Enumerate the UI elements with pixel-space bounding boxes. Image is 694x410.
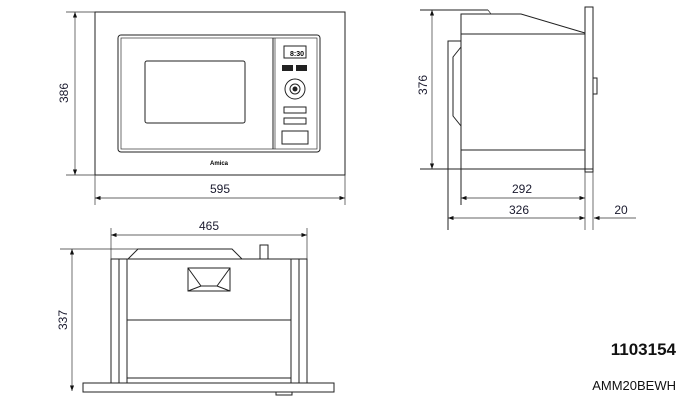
door-window [144,60,246,124]
button [282,65,293,71]
door-outer [117,34,321,153]
button [283,117,307,125]
width-dimension: 595 [210,182,230,196]
handle [187,267,231,292]
side-view: 376 292 326 20 [416,6,636,230]
model-name: AMM20BEWH [592,378,676,393]
top-view: 465 337 [56,219,335,396]
base-plate [82,382,335,393]
door-inner [120,37,318,150]
width-dimension: 465 [199,219,219,233]
button [296,65,307,71]
front-frame [94,11,346,176]
height-dimension: 337 [56,310,70,330]
height-dimension: 376 [416,75,430,95]
door-release-button [281,130,309,145]
product-code: 1103154 [610,340,676,359]
control-knob [284,78,306,100]
display [283,45,307,59]
frame-dimension: 20 [614,203,628,217]
brand-logo: Amica [210,161,229,167]
body-depth-dimension: 292 [512,182,532,196]
knob [259,244,269,260]
height-dimension: 386 [57,83,71,103]
front-panel [584,6,594,173]
total-depth-dimension: 326 [509,203,529,217]
knob-side [592,77,598,95]
button [283,106,307,114]
front-view: 8:30 Amica 386 595 [57,11,346,205]
display-text: 8:30 [290,51,304,58]
